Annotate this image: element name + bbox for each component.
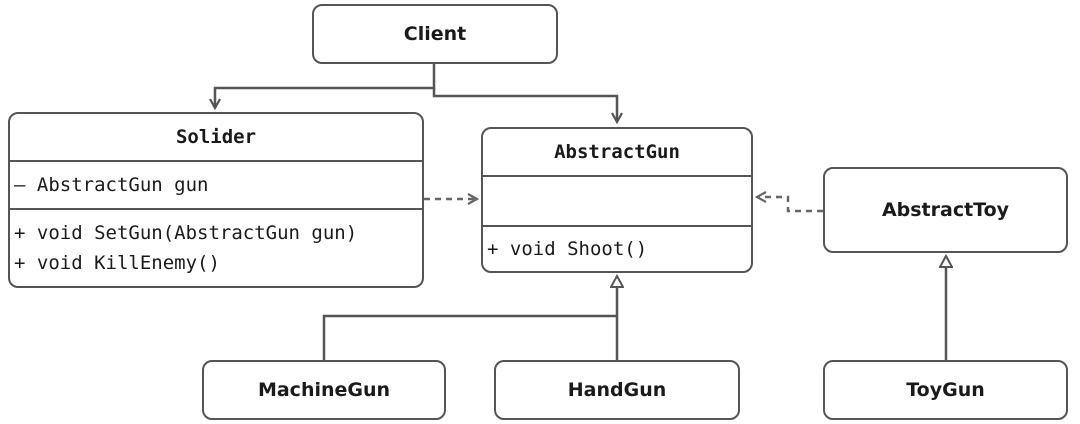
abstractgun-methods: + void Shoot() (483, 227, 751, 270)
solider-method: + void KillEnemy() (14, 251, 220, 274)
solider-class[interactable]: Solider – AbstractGun gun + void SetGun(… (8, 112, 424, 288)
handgun-node[interactable]: HandGun (494, 360, 740, 420)
client-to-abstractgun-association (432, 88, 617, 122)
abstracttoy-label: AbstractToy (881, 199, 1010, 221)
solider-attributes: – AbstractGun gun (10, 162, 422, 210)
client-label: Client (403, 23, 467, 45)
machinegun-label: MachineGun (257, 379, 391, 401)
client-to-solider-association (215, 63, 436, 108)
solider-class-name: Solider (10, 114, 422, 162)
machinegun-generalization-line (322, 314, 617, 360)
abstractgun-class[interactable]: AbstractGun + void Shoot() (481, 127, 753, 273)
solider-methods: + void SetGun(AbstractGun gun) + void Ki… (10, 210, 422, 285)
abstractgun-class-name: AbstractGun (483, 129, 751, 177)
toygun-node[interactable]: ToyGun (823, 360, 1068, 420)
abstracttoy-to-abstractgun-dependency (757, 197, 823, 213)
machinegun-node[interactable]: MachineGun (202, 360, 446, 420)
abstractgun-method: + void Shoot() (487, 237, 648, 260)
abstractgun-attributes (483, 177, 751, 227)
handgun-label: HandGun (567, 379, 667, 401)
solider-attribute: – AbstractGun gun (14, 174, 209, 196)
solider-method: + void SetGun(AbstractGun gun) (14, 221, 358, 244)
abstracttoy-node[interactable]: AbstractToy (823, 167, 1068, 253)
toygun-label: ToyGun (906, 379, 985, 401)
client-node[interactable]: Client (312, 4, 558, 64)
